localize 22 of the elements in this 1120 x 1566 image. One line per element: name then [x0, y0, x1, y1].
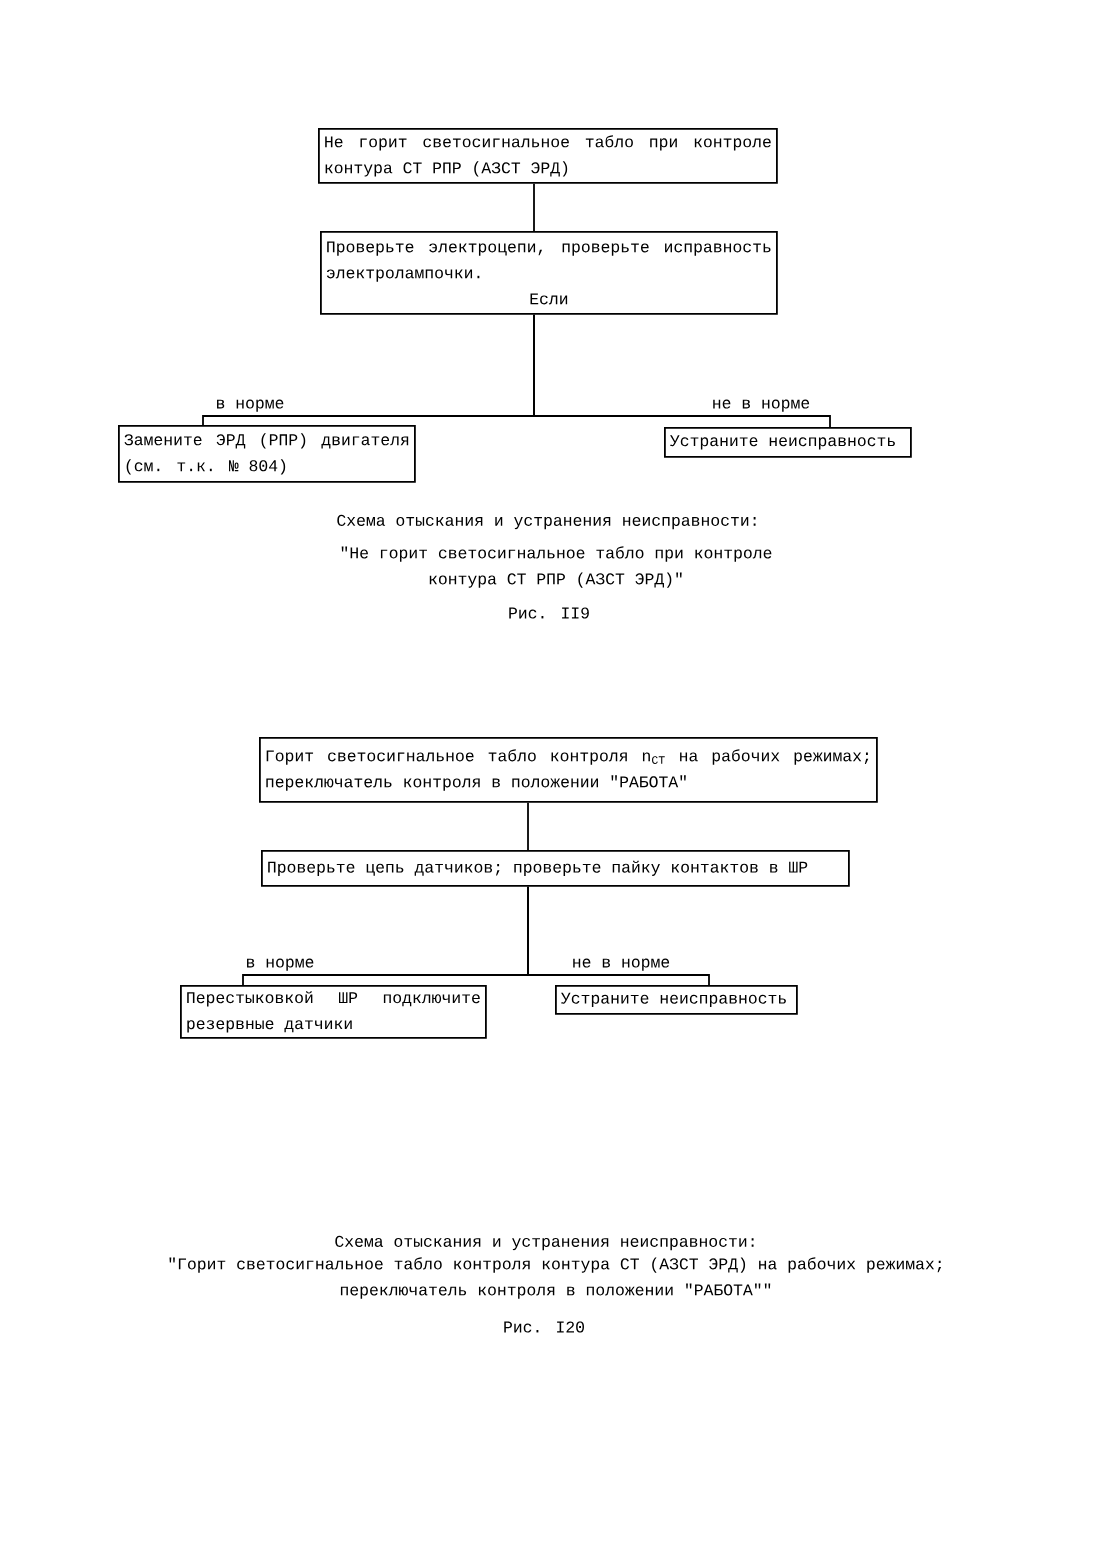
action-box: Замените ЭРД (РПР) двигателя (см. т.к. № 804)	[118, 425, 416, 483]
connector-line	[533, 182, 535, 232]
caption-text: "Горит светосигнальное табло контроля контура СТ (АЗСТ ЭРД) на рабочих режимах; переключатель контроля в положении "РАБОТА""	[169, 1257, 942, 1299]
edge-label: не в норме	[710, 398, 812, 413]
figure-number: Рис. II9	[509, 607, 589, 619]
caption-text: Схема отыскания и устранения неисправности:	[335, 1235, 754, 1251]
caption-text: Схема отыскания и устранения неисправности:	[337, 514, 756, 530]
action-box: Устраните неисправность	[555, 985, 798, 1015]
caption-text: "Не горит светосигнальное табло при контроле контура СТ РПР (АЗСТ ЭРД)"	[341, 546, 772, 588]
connector-line	[533, 313, 831, 428]
fault-box: Горит светосигнальное табло контроля n$_{СТ}$ на рабочих режимах; переключатель контроля в положении "РАБОТА"	[259, 737, 878, 803]
edge-label: в норме	[244, 957, 316, 972]
edge-label: не в норме	[570, 957, 672, 972]
process-box: Проверьте цепь датчиков; проверьте пайку контактов в ШР	[261, 850, 850, 887]
action-box: Устраните неисправность	[664, 427, 912, 458]
action-box: Перестыковкой ШР подключите резервные датчики	[180, 985, 487, 1039]
process-box: Проверьте электроцепи, проверьте исправность электролампочки. Если	[320, 231, 778, 315]
edge-label: в норме	[214, 398, 286, 413]
fault-box: Не горит светосигнальное табло при контроле контура СТ РПР (АЗСТ ЭРД)	[318, 128, 778, 184]
connector-line	[527, 801, 529, 851]
connector-line	[527, 885, 710, 986]
figure-number: Рис. I20	[504, 1321, 584, 1333]
